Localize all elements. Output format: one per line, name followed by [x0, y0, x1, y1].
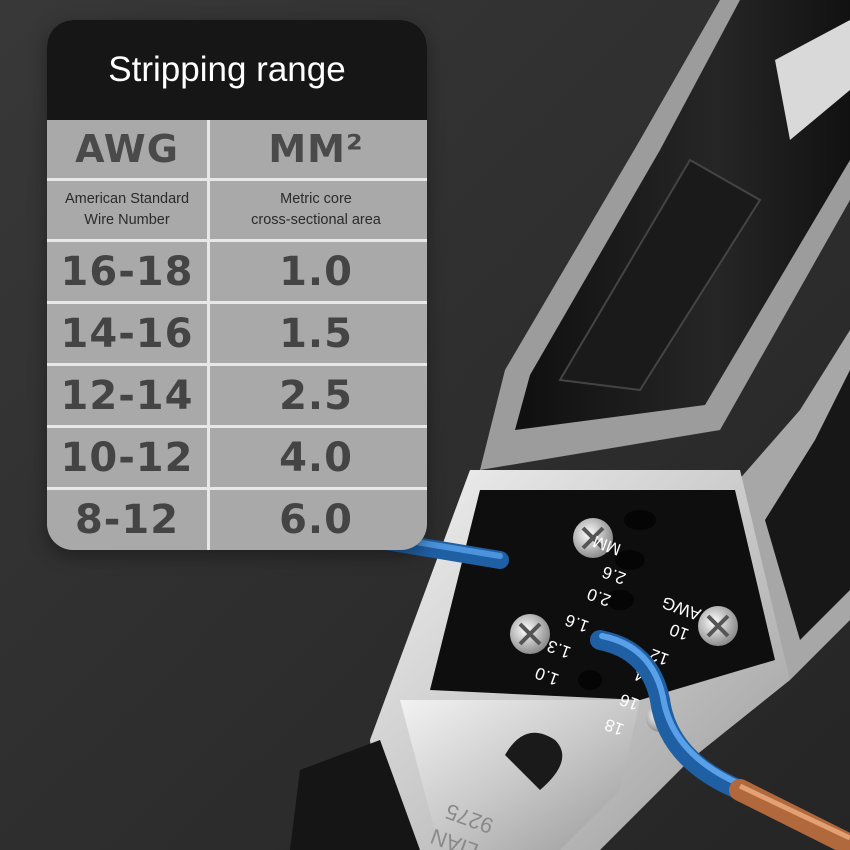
row-divider: [47, 239, 427, 242]
stripping-range-card: Stripping range AWG MM² American Standar…: [47, 20, 427, 550]
upper-handle: [480, 0, 850, 470]
table-row: 8-12 6.0: [47, 490, 427, 550]
lower-handle: [730, 330, 850, 680]
awg-value: 12-14: [60, 372, 194, 419]
mm-value: 4.0: [279, 434, 353, 481]
mm-value: 1.5: [279, 310, 353, 357]
table-row: 10-12 4.0: [47, 428, 427, 487]
mm-value: 2.5: [279, 372, 353, 419]
column-divider: [207, 120, 210, 550]
copper-core: [729, 779, 850, 850]
awg-value: 10-12: [60, 434, 194, 481]
mm-header: MM²: [268, 127, 364, 171]
row-divider: [47, 301, 427, 304]
table-row: 12-14 2.5: [47, 366, 427, 425]
row-divider: [47, 425, 427, 428]
table-row: 16-18 1.0: [47, 242, 427, 301]
header-row: AWG MM²: [47, 120, 427, 178]
table-row: 14-16 1.5: [47, 304, 427, 363]
awg-header: AWG: [75, 127, 179, 171]
row-divider: [47, 363, 427, 366]
row-divider: [47, 487, 427, 490]
mm-value: 1.0: [279, 248, 353, 295]
card-title: Stripping range: [108, 50, 346, 89]
awg-value: 16-18: [60, 248, 194, 295]
awg-value: 8-12: [74, 497, 180, 543]
row-divider: [47, 178, 427, 181]
card-header: Stripping range: [47, 20, 427, 120]
mm-value: 6.0: [279, 497, 353, 543]
awg-value: 14-16: [60, 310, 194, 357]
